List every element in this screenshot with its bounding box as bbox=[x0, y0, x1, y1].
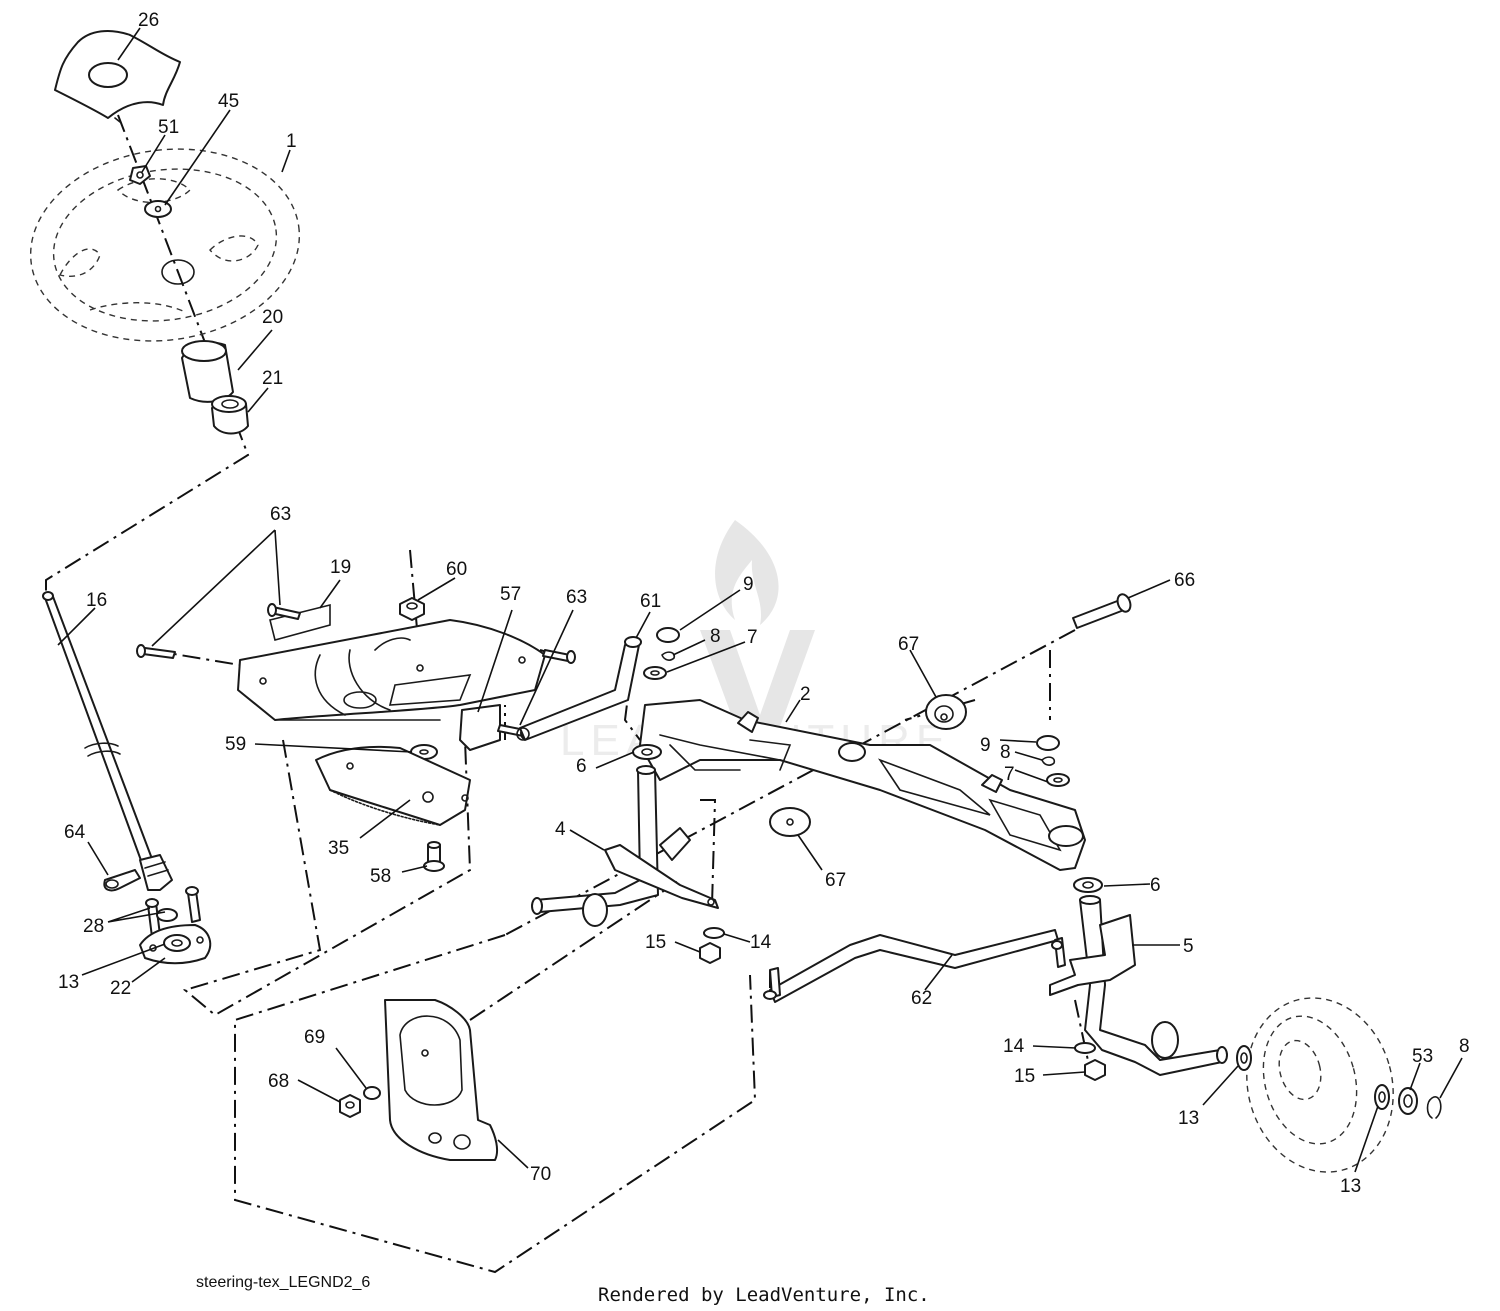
callout-60: 60 bbox=[446, 559, 467, 580]
callout-15-left: 15 bbox=[645, 932, 666, 953]
bolt-63-left-part[interactable] bbox=[136, 603, 301, 659]
callout-51: 51 bbox=[158, 117, 179, 138]
callout-leaders bbox=[57, 27, 1463, 1173]
callout-57: 57 bbox=[500, 584, 521, 605]
callout-69: 69 bbox=[304, 1027, 325, 1048]
spindle-5-right-part[interactable] bbox=[1049, 895, 1228, 1076]
bushing-6-left-part[interactable] bbox=[632, 744, 662, 760]
callout-53: 53 bbox=[1412, 1046, 1433, 1067]
steering-shaft-part[interactable] bbox=[42, 591, 173, 891]
render-credit: Rendered by LeadVenture, Inc. bbox=[598, 1284, 930, 1306]
callout-64: 64 bbox=[64, 822, 86, 843]
adapter-21-part[interactable] bbox=[211, 395, 249, 435]
flange-bracket-22-part[interactable] bbox=[139, 924, 212, 965]
nut-51-part[interactable] bbox=[129, 165, 151, 185]
callout-9-left: 9 bbox=[743, 574, 754, 595]
callout-5: 5 bbox=[1183, 936, 1194, 957]
sector-gear-35-part[interactable] bbox=[315, 745, 471, 826]
washer-14-left-part[interactable] bbox=[703, 927, 725, 939]
tie-rod-62-part[interactable] bbox=[763, 929, 1066, 1003]
pivot-bolt-66-part[interactable] bbox=[1072, 592, 1133, 629]
callout-66: 66 bbox=[1174, 570, 1195, 591]
callout-63-right: 63 bbox=[566, 587, 587, 608]
callout-labels: 26 45 51 1 20 21 63 19 60 57 63 16 59 35… bbox=[58, 10, 1470, 1197]
callout-21: 21 bbox=[262, 368, 283, 389]
callout-20: 20 bbox=[262, 307, 283, 328]
callout-8-right: 8 bbox=[1000, 742, 1011, 763]
bushing-20-part[interactable] bbox=[181, 340, 234, 403]
washer-45-part[interactable] bbox=[144, 200, 172, 218]
callout-16: 16 bbox=[86, 590, 107, 611]
callout-14-left: 14 bbox=[750, 932, 772, 953]
nut-60-part[interactable] bbox=[399, 597, 425, 621]
bolts-28-part[interactable] bbox=[145, 886, 201, 938]
bushing-6-right-part[interactable] bbox=[1073, 877, 1103, 893]
steering-cap-part[interactable] bbox=[54, 29, 181, 123]
callout-58: 58 bbox=[370, 866, 391, 887]
callout-68: 68 bbox=[268, 1071, 289, 1092]
callout-7-left: 7 bbox=[747, 627, 758, 648]
front-axle-2-part[interactable] bbox=[639, 699, 1086, 871]
front-wheel-ghost-part bbox=[1246, 997, 1394, 1173]
washer-14-right-part[interactable] bbox=[1074, 1042, 1096, 1054]
callout-67-upper: 67 bbox=[898, 634, 919, 655]
clip-8-right-part[interactable] bbox=[1041, 756, 1056, 766]
nut-68-part[interactable] bbox=[339, 1094, 361, 1118]
spindle-4-left-part[interactable] bbox=[531, 765, 719, 927]
callout-45: 45 bbox=[218, 91, 239, 112]
shoulder-bolt-58-part[interactable] bbox=[423, 841, 445, 872]
callout-13-inner: 13 bbox=[1178, 1108, 1199, 1129]
cap-9-right-part[interactable] bbox=[1036, 735, 1060, 751]
washer-69-part[interactable] bbox=[363, 1086, 381, 1100]
callout-2: 2 bbox=[800, 684, 811, 705]
steering-plate-19-part[interactable] bbox=[237, 603, 546, 751]
callout-13-left: 13 bbox=[58, 972, 79, 993]
callout-7-right: 7 bbox=[1004, 764, 1015, 785]
washer-13-inner-part[interactable] bbox=[1236, 1045, 1252, 1071]
cable-tie-64-part[interactable] bbox=[103, 869, 141, 892]
callout-19: 19 bbox=[330, 557, 351, 578]
callout-14-right: 14 bbox=[1003, 1036, 1025, 1057]
callout-67-lower: 67 bbox=[825, 870, 846, 891]
callout-8-wheel: 8 bbox=[1459, 1036, 1470, 1057]
spacer-67-upper-part[interactable] bbox=[925, 694, 967, 730]
callout-15-right: 15 bbox=[1014, 1066, 1035, 1087]
spacer-67-lower-part[interactable] bbox=[769, 807, 811, 837]
callout-6-left: 6 bbox=[576, 756, 587, 777]
clip-8-wheel-part[interactable] bbox=[1426, 1096, 1442, 1119]
nut-15-right-part[interactable] bbox=[1084, 1059, 1106, 1081]
callout-59: 59 bbox=[225, 734, 246, 755]
diagram-caption: steering-tex_LEGND2_6 bbox=[196, 1274, 370, 1291]
callout-63-left: 63 bbox=[270, 504, 291, 525]
callout-4: 4 bbox=[555, 819, 566, 840]
callout-13-outer: 13 bbox=[1340, 1176, 1361, 1197]
washer-7-right-part[interactable] bbox=[1046, 773, 1070, 787]
nut-15-left-part[interactable] bbox=[699, 942, 721, 964]
washer-53-part[interactable] bbox=[1398, 1087, 1418, 1115]
callout-28: 28 bbox=[83, 916, 104, 937]
drag-link-61-part[interactable] bbox=[516, 636, 642, 741]
callout-61: 61 bbox=[640, 591, 661, 612]
callout-8-left: 8 bbox=[710, 626, 721, 647]
callout-26: 26 bbox=[138, 10, 159, 31]
cap-9-left-part[interactable] bbox=[656, 627, 680, 643]
callout-1: 1 bbox=[286, 131, 297, 152]
callout-35: 35 bbox=[328, 838, 349, 859]
clip-8-left-part[interactable] bbox=[661, 651, 676, 661]
washer-13-outer-part[interactable] bbox=[1374, 1084, 1390, 1110]
washer-7-left-part[interactable] bbox=[643, 666, 667, 680]
callout-9-right: 9 bbox=[980, 735, 991, 756]
callout-62: 62 bbox=[911, 988, 932, 1009]
callout-70: 70 bbox=[530, 1164, 551, 1185]
bracket-70-part[interactable] bbox=[384, 999, 499, 1161]
callout-6-right: 6 bbox=[1150, 875, 1161, 896]
callout-22: 22 bbox=[110, 978, 131, 999]
